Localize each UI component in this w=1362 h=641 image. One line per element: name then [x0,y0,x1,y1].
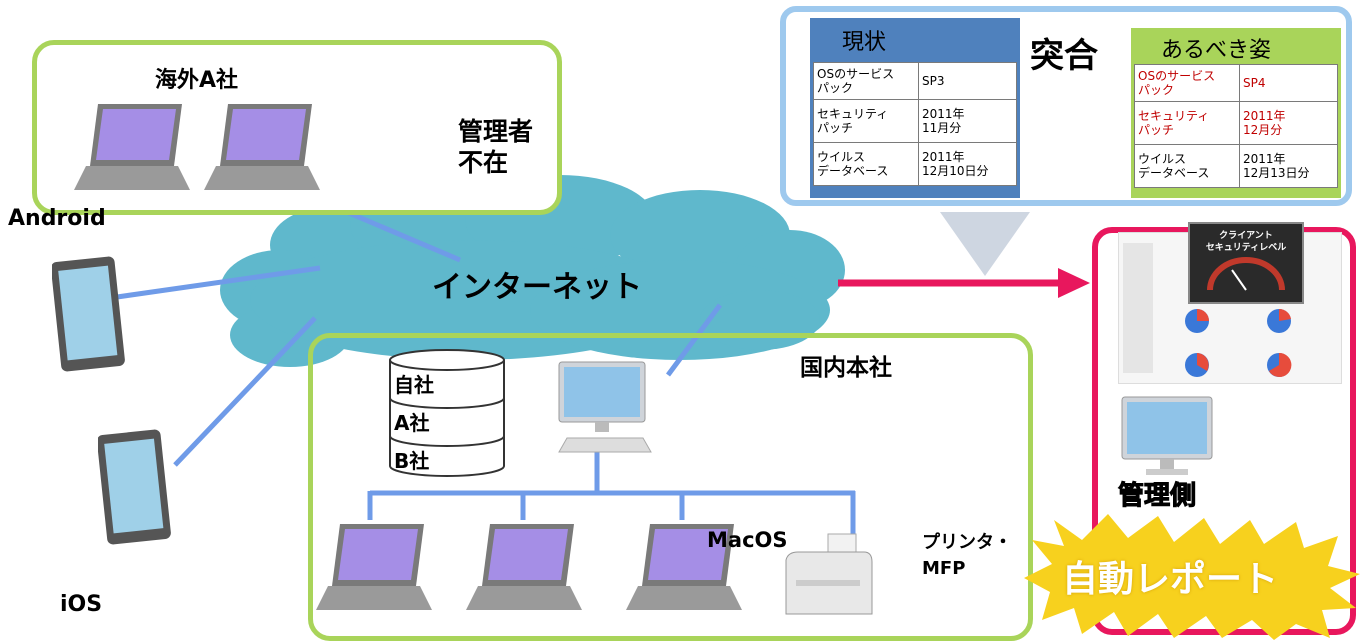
table-cell: SP3 [918,62,1017,100]
ios-label: iOS [60,592,103,617]
table-cell: 2011年 12月13日分 [1239,144,1338,188]
network-links [109,204,723,467]
current-status-title: 現状 [842,30,887,55]
security-gauge-card: クライアント セキュリティレベル [1188,222,1304,304]
table-row: セキュリティ パッチ 2011年 12月分 [1134,101,1338,145]
auto-report-burst-icon [1024,514,1360,640]
overseas-company-label: 海外A社 [155,68,239,93]
table-row: ウイルス データベース 2011年 12月10日分 [813,142,1017,186]
laptop-icon [74,104,190,190]
table-row: OSのサービス パック SP4 [1134,64,1338,102]
gauge-title: クライアント セキュリティレベル [1205,231,1287,253]
ideal-state-table: あるべき姿 OSのサービス パック SP4 セキュリティ パッチ 2011年 1… [1131,28,1341,198]
android-label: Android [8,206,106,231]
report-arrow [838,268,1090,298]
auto-report-label: 自動レポート [1062,559,1279,600]
pointer-triangle [940,212,1030,276]
printer-label: プリンタ・ MFP [922,532,1012,579]
table-cell: OSのサービス パック [1134,64,1240,102]
report-screenshot [1118,232,1342,384]
domestic-hq-box [308,333,1033,641]
table-cell: セキュリティ パッチ [1134,101,1240,145]
laptop-icon [316,524,432,610]
internet-cloud [220,175,845,367]
no-admin-label: 管理者 不在 [458,117,534,177]
macos-label: MacOS [707,528,788,552]
table-cell: ウイルス データベース [813,142,919,186]
table-cell: 2011年 12月10日分 [918,142,1017,186]
table-cell: セキュリティ パッチ [813,99,919,143]
table-cell: OSのサービス パック [813,62,919,100]
ideal-state-title: あるべき姿 [1161,38,1272,63]
db-row: B社 [394,449,430,473]
db-row: 自社 [394,373,434,397]
internet-label: インターネット [432,270,642,305]
table-cell: 2011年 12月分 [1239,101,1338,145]
table-row: OSのサービス パック SP3 [813,62,1017,100]
admin-monitor-icon [1121,396,1213,475]
table-cell: SP4 [1239,64,1338,102]
admin-side-label: 管理側 [1117,481,1197,512]
table-cell: ウイルス データベース [1134,144,1240,188]
tablet-icon [98,429,171,545]
desktop-monitor-icon [558,361,652,453]
table-row: ウイルス データベース 2011年 12月13日分 [1134,144,1338,188]
lan-lines [367,452,856,535]
laptop-icon [466,524,582,610]
database-cylinder: 自社 A社 B社 [388,348,506,478]
domestic-hq-label: 国内本社 [800,355,892,381]
collation-label: 突合 [1030,36,1098,76]
table-row: セキュリティ パッチ 2011年 11月分 [813,99,1017,143]
laptop-icon [204,104,320,190]
laptop-icon [626,524,742,610]
pie-chart-icon [1185,308,1292,377]
printer-icon [785,533,873,615]
db-row: A社 [394,411,430,435]
table-cell: 2011年 11月分 [918,99,1017,143]
tablet-icon [52,256,125,372]
current-status-table: 現状 OSのサービス パック SP3 セキュリティ パッチ 2011年 11月分… [810,18,1020,198]
